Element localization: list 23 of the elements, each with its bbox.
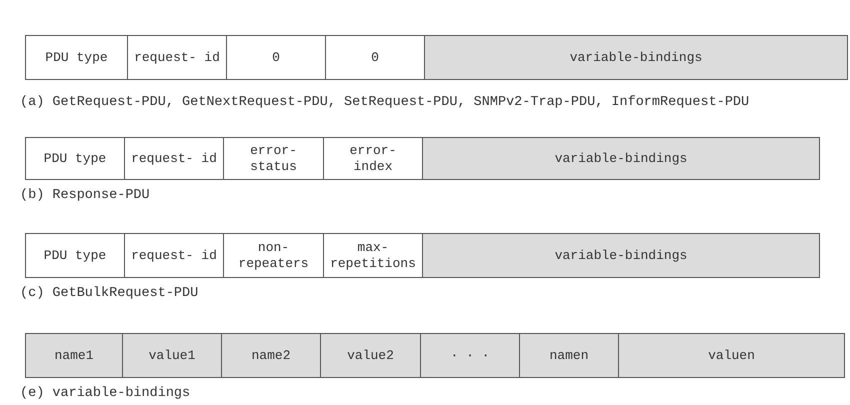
pdu-field: PDU type (25, 137, 125, 180)
figure-caption: (e) variable-bindings (20, 386, 190, 401)
figure-caption: (a) GetRequest-PDU, GetNextRequest-PDU, SetRequest-PDU, SNMPv2-Trap-PDU, InformRequest-PDU (20, 95, 750, 110)
pdu-field: variable-bindings (422, 137, 820, 180)
pdu-field: name2 (221, 333, 321, 378)
pdu-field: request- id (127, 35, 227, 80)
pdu-field: value1 (122, 333, 222, 378)
pdu-field: value2 (320, 333, 421, 378)
figure-caption: (b) Response-PDU (20, 188, 150, 203)
pdu-field: non- repeaters (223, 233, 324, 278)
pdu-field: PDU type (25, 233, 125, 278)
pdu-field: name1 (25, 333, 123, 378)
pdu-field: PDU type (25, 35, 128, 80)
figure-caption: (c) GetBulkRequest-PDU (20, 286, 198, 301)
pdu-field: namen (519, 333, 619, 378)
pdu-field: variable-bindings (422, 233, 820, 278)
pdu-field: request- id (124, 137, 224, 180)
pdu-field: 0 (226, 35, 326, 80)
pdu-field: · · · (420, 333, 520, 378)
pdu-field: request- id (124, 233, 224, 278)
pdu-field: valuen (618, 333, 845, 378)
pdu-field: error- status (223, 137, 324, 180)
pdu-field: variable-bindings (424, 35, 848, 80)
